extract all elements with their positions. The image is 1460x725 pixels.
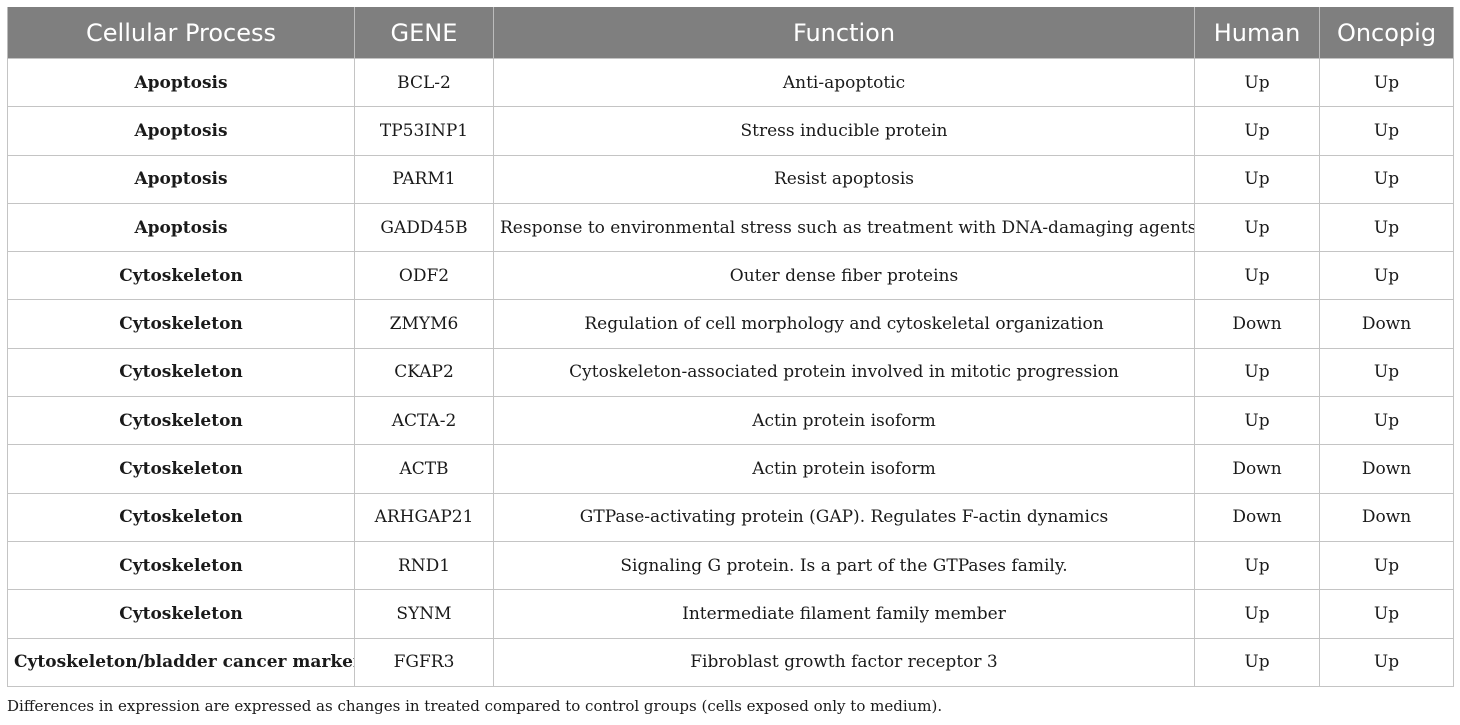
cell-process: Apoptosis — [7, 202, 355, 253]
cell-human: Up — [1194, 154, 1320, 204]
cell-function: Response to environmental stress such as… — [493, 202, 1195, 253]
cell-process: Cytoskeleton — [7, 444, 355, 494]
cell-gene: ARHGAP21 — [354, 492, 494, 542]
cell-human: Up — [1194, 251, 1320, 301]
cell-gene: ODF2 — [354, 251, 494, 301]
cell-function: Stress inducible protein — [493, 106, 1195, 156]
header-function: Function — [493, 7, 1195, 59]
cell-gene: RND1 — [354, 540, 494, 591]
cell-human: Up — [1194, 202, 1320, 253]
cell-function: GTPase-activating protein (GAP). Regulat… — [493, 492, 1195, 542]
cell-human: Up — [1194, 347, 1320, 398]
cell-function: Actin protein isoform — [493, 396, 1195, 446]
cell-function: Regulation of cell morphology and cytosk… — [493, 299, 1195, 349]
cell-gene: GADD45B — [354, 202, 494, 253]
cell-human: Down — [1194, 299, 1320, 349]
header-cellular-process: Cellular Process — [7, 7, 355, 59]
cell-human: Up — [1194, 396, 1320, 446]
cell-oncopig: Down — [1319, 492, 1454, 542]
cell-gene: SYNM — [354, 589, 494, 639]
cell-human: Up — [1194, 57, 1320, 108]
cell-process: Apoptosis — [7, 57, 355, 108]
cell-process: Cytoskeleton — [7, 299, 355, 349]
header-row: Cellular Process GENE Function Human Onc… — [7, 7, 1454, 59]
gene-expression-table: Cellular Process GENE Function Human Onc… — [7, 7, 1454, 687]
cell-oncopig: Up — [1319, 637, 1454, 687]
cell-oncopig: Down — [1319, 444, 1454, 494]
table-footnote: Differences in expression are expressed … — [7, 697, 943, 715]
cell-process: Cytoskeleton — [7, 396, 355, 446]
header-gene: GENE — [354, 7, 494, 59]
cell-gene: BCL-2 — [354, 57, 494, 108]
cell-oncopig: Up — [1319, 540, 1454, 591]
cell-human: Up — [1194, 106, 1320, 156]
cell-human: Up — [1194, 540, 1320, 591]
header-human: Human — [1194, 7, 1320, 59]
cell-human: Up — [1194, 589, 1320, 639]
table-header: Cellular Process GENE Function Human Onc… — [7, 7, 1454, 59]
cell-oncopig: Up — [1319, 347, 1454, 398]
cell-oncopig: Up — [1319, 251, 1454, 301]
cell-process: Apoptosis — [7, 154, 355, 204]
cell-process: Cytoskeleton — [7, 347, 355, 398]
cell-oncopig: Down — [1319, 299, 1454, 349]
cell-function: Fibroblast growth factor receptor 3 — [493, 637, 1195, 687]
cell-process: Cytoskeleton — [7, 540, 355, 591]
cell-process: Cytoskeleton — [7, 251, 355, 301]
cell-function: Signaling G protein. Is a part of the GT… — [493, 540, 1195, 591]
cell-gene: CKAP2 — [354, 347, 494, 398]
cell-oncopig: Up — [1319, 396, 1454, 446]
cell-gene: TP53INP1 — [354, 106, 494, 156]
cell-oncopig: Up — [1319, 106, 1454, 156]
cell-human: Down — [1194, 492, 1320, 542]
cell-gene: ACTB — [354, 444, 494, 494]
cell-function: Intermediate filament family member — [493, 589, 1195, 639]
cell-process: Cytoskeleton/bladder cancer marker — [7, 637, 355, 687]
cell-gene: FGFR3 — [354, 637, 494, 687]
cell-human: Down — [1194, 444, 1320, 494]
cell-gene: ACTA-2 — [354, 396, 494, 446]
cell-function: Outer dense fiber proteins — [493, 251, 1195, 301]
cell-oncopig: Up — [1319, 154, 1454, 204]
cell-oncopig: Up — [1319, 57, 1454, 108]
cell-oncopig: Up — [1319, 589, 1454, 639]
cell-process: Cytoskeleton — [7, 589, 355, 639]
cell-oncopig: Up — [1319, 202, 1454, 253]
cell-function: Anti-apoptotic — [493, 57, 1195, 108]
cell-function: Resist apoptosis — [493, 154, 1195, 204]
cell-process: Apoptosis — [7, 106, 355, 156]
cell-function: Actin protein isoform — [493, 444, 1195, 494]
header-oncopig: Oncopig — [1319, 7, 1454, 59]
cell-process: Cytoskeleton — [7, 492, 355, 542]
cell-gene: PARM1 — [354, 154, 494, 204]
cell-human: Up — [1194, 637, 1320, 687]
cell-gene: ZMYM6 — [354, 299, 494, 349]
cell-function: Cytoskeleton-associated protein involved… — [493, 347, 1195, 398]
